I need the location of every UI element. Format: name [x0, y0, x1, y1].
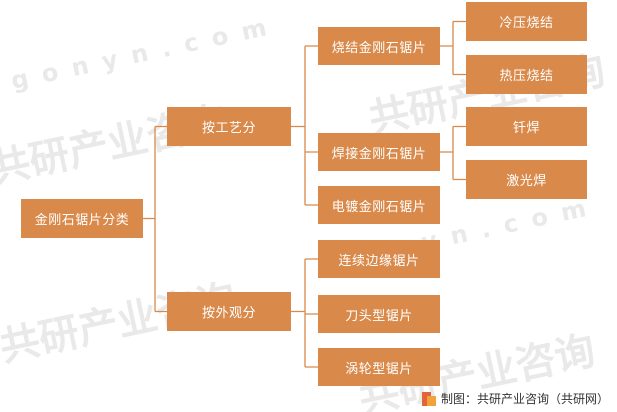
node-turbo-blade: 涡轮型锯片	[318, 348, 440, 386]
brand-logo-icon	[421, 391, 436, 406]
node-electroplated-blade: 电镀金刚石锯片	[318, 186, 440, 224]
root-node: 金刚石锯片分类	[21, 199, 143, 238]
source-caption: 制图：共研产业咨询（共研网）	[421, 390, 609, 407]
connector	[440, 125, 466, 181]
node-continuous-rim-blade: 连续边缘锯片	[318, 240, 440, 278]
connector	[291, 258, 318, 368]
node-cold-press-sintering: 冷压烧结	[466, 2, 587, 41]
node-sintered-blade: 烧结金刚石锯片	[318, 27, 440, 65]
branch-by-appearance: 按外观分	[167, 292, 291, 331]
node-laser-welding: 激光焊	[466, 160, 587, 199]
branch-by-process: 按工艺分	[167, 107, 291, 146]
connector	[143, 125, 167, 313]
node-segmented-blade: 刀头型锯片	[318, 295, 440, 333]
node-hot-press-sintering: 热压烧结	[466, 55, 587, 94]
node-welded-blade: 焊接金刚石锯片	[318, 133, 440, 171]
connector	[291, 45, 318, 206]
connector	[440, 20, 466, 76]
node-brazing: 钎焊	[466, 107, 587, 146]
source-text: 制图：共研产业咨询（共研网）	[440, 392, 609, 406]
